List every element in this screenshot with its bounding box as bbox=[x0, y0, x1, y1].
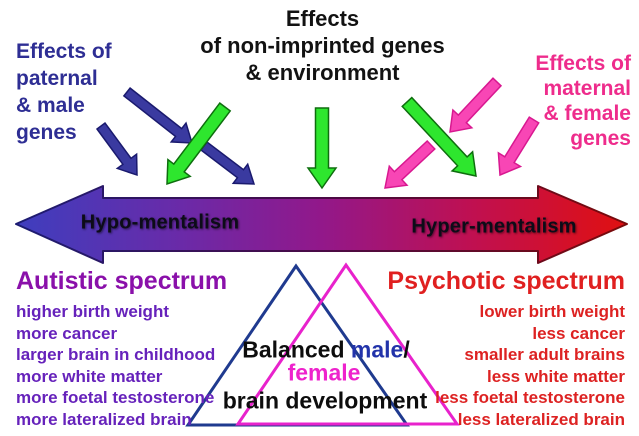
list-item: less foetal testosterone bbox=[435, 388, 625, 407]
hypo-mentalism-label: Hypo-mentalism bbox=[80, 211, 240, 234]
maternal-genes-label: Effects of maternal & female genes bbox=[535, 52, 631, 150]
psychotic-spectrum-list: lower birth weight less cancer smaller a… bbox=[387, 301, 625, 430]
autistic-spectrum-list: higher birth weight more cancer larger b… bbox=[16, 301, 227, 430]
hyper-mentalism-label: Hyper-mentalism bbox=[411, 215, 577, 238]
maternal-gene-arrow-2 bbox=[384, 139, 436, 189]
psychotic-spectrum-panel: Psychotic spectrum lower birth weight le… bbox=[387, 267, 625, 430]
autistic-spectrum-heading: Autistic spectrum bbox=[16, 267, 228, 295]
mentalism-axis-arrow bbox=[15, 185, 628, 264]
slash: / bbox=[403, 336, 410, 363]
maternal-gene-arrow-3 bbox=[497, 116, 540, 177]
list-item: higher birth weight bbox=[16, 302, 169, 321]
list-item: more white matter bbox=[16, 366, 163, 386]
list-item: more lateralized brain bbox=[16, 409, 192, 429]
list-item: less white matter bbox=[487, 366, 625, 386]
male-word: male bbox=[350, 336, 404, 363]
female-triangle-outline bbox=[235, 262, 460, 426]
list-item: smaller adult brains bbox=[464, 345, 625, 364]
autistic-spectrum-panel: Autistic spectrum higher birth weight mo… bbox=[16, 267, 227, 430]
balanced-prefix: Balanced bbox=[242, 336, 351, 363]
balanced-development-line2: brain development bbox=[222, 387, 428, 414]
environment-arrow-center bbox=[306, 107, 338, 190]
non-imprinted-genes-label: Effects of non-imprinted genes & environ… bbox=[200, 6, 445, 85]
paternal-genes-label: Effects of paternal & male genes bbox=[16, 40, 112, 144]
environment-arrow-right bbox=[401, 96, 477, 177]
maternal-gene-arrow-1 bbox=[449, 77, 503, 133]
balanced-development-line1: Balanced male/ bbox=[242, 337, 409, 364]
paternal-gene-arrow-2 bbox=[95, 121, 138, 177]
list-item: more cancer bbox=[16, 323, 118, 343]
female-word: female bbox=[287, 359, 361, 386]
list-item: larger brain in childhood bbox=[16, 345, 216, 364]
paternal-gene-arrow-3 bbox=[199, 140, 256, 185]
list-item: less lateralized brain bbox=[457, 409, 625, 429]
paternal-gene-arrow-1 bbox=[122, 87, 194, 144]
psychotic-spectrum-heading: Psychotic spectrum bbox=[387, 267, 625, 295]
list-item: less cancer bbox=[532, 323, 625, 343]
list-item: more foetal testosterone bbox=[16, 388, 215, 407]
environment-arrow-left bbox=[166, 102, 232, 186]
list-item: lower birth weight bbox=[479, 302, 625, 321]
